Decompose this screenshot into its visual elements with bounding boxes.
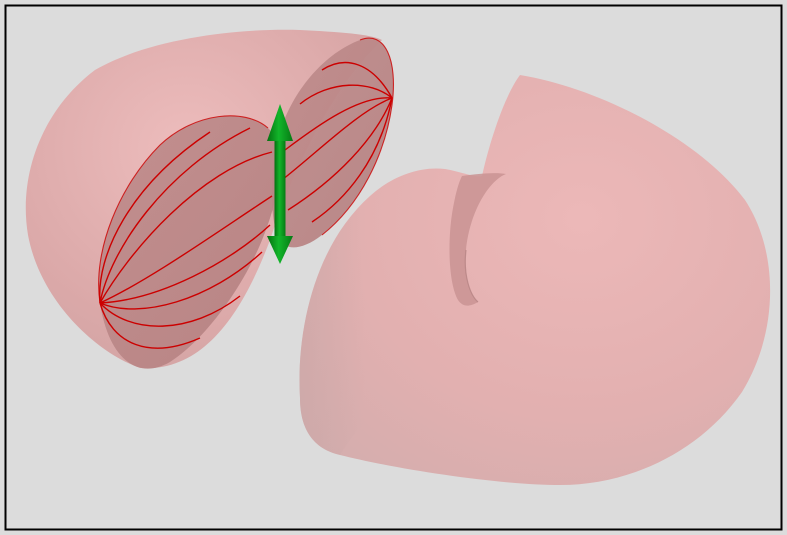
arrow-shaft bbox=[275, 140, 286, 252]
